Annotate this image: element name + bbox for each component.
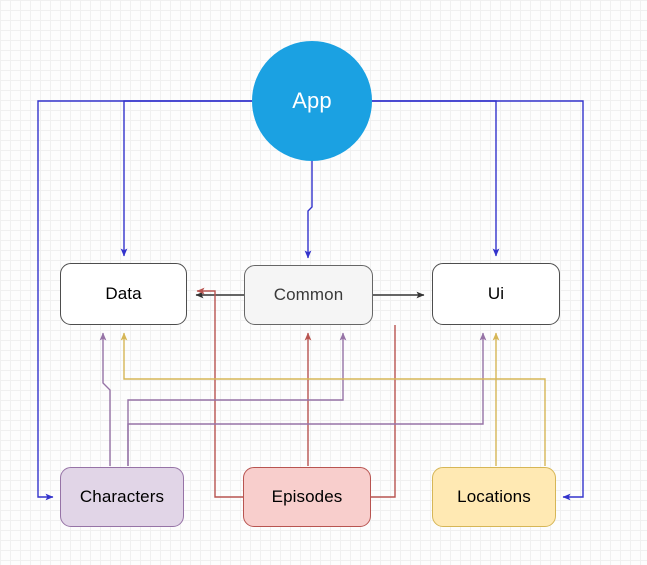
node-common[interactable]: Common <box>244 265 373 325</box>
node-episodes-label: Episodes <box>271 486 343 506</box>
edge-episodes-common <box>371 430 396 498</box>
edge-app-characters <box>37 100 252 501</box>
edge-app-locations <box>372 100 584 501</box>
node-episodes[interactable]: Episodes <box>243 467 371 527</box>
node-characters-label: Characters <box>79 486 165 506</box>
edge-app-common <box>304 161 313 259</box>
node-locations-label: Locations <box>457 486 531 506</box>
node-data-label: Data <box>105 283 142 303</box>
edge-characters-data <box>99 332 111 466</box>
node-characters[interactable]: Characters <box>60 467 184 527</box>
edge-app-ui <box>372 100 500 257</box>
node-ui-label: Ui <box>487 283 505 303</box>
edge-episodes-data <box>196 287 243 498</box>
edge-app-data <box>120 100 252 257</box>
node-ui[interactable]: Ui <box>432 263 560 325</box>
edge-locations-data <box>120 332 546 466</box>
node-locations[interactable]: Locations <box>432 467 556 527</box>
edge-characters-common <box>127 332 347 466</box>
node-app-label: App <box>292 87 332 113</box>
node-app[interactable]: App <box>252 41 372 161</box>
node-common-label: Common <box>273 284 344 304</box>
node-data[interactable]: Data <box>60 263 187 325</box>
